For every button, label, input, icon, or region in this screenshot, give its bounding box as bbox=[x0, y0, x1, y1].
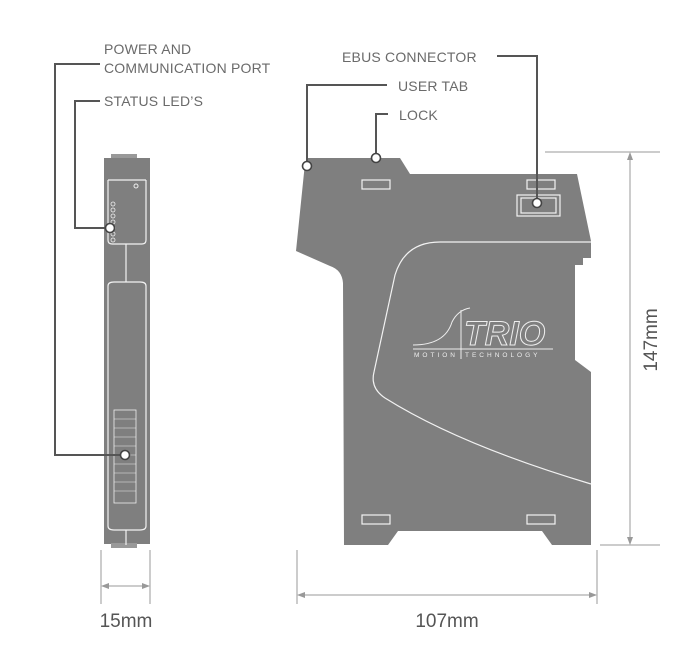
dimension-label-15mm: 15mm bbox=[100, 611, 153, 632]
label-user-tab: USER TAB bbox=[398, 78, 468, 94]
bottom-tab-left bbox=[361, 514, 391, 525]
bottom-tab-right bbox=[526, 514, 556, 525]
callout-status-leds: STATUS LED’S bbox=[74, 93, 203, 234]
logo-sub-right: TECHNOLOGY bbox=[465, 352, 541, 359]
label-ebus-connector: EBUS CONNECTOR bbox=[342, 49, 477, 65]
label-power-port-line1: POWER AND bbox=[104, 41, 191, 57]
dimension-label-107mm: 107mm bbox=[415, 611, 478, 632]
front-view-module: TRIO MOTION TECHNOLOGY bbox=[296, 158, 592, 545]
top-tab-right bbox=[526, 179, 556, 190]
dimension-label-147mm: 147mm bbox=[641, 308, 662, 371]
callout-lock: LOCK bbox=[370, 107, 438, 164]
dimension-side-width: 15mm bbox=[100, 550, 153, 632]
dimension-height: 147mm bbox=[545, 151, 662, 546]
callout-power-port: POWER AND COMMUNICATION PORT bbox=[54, 41, 271, 461]
label-status-leds: STATUS LED’S bbox=[104, 93, 203, 109]
logo-sub-left: MOTION bbox=[414, 352, 458, 359]
side-view-module bbox=[104, 154, 150, 548]
trio-logo: TRIO MOTION TECHNOLOGY bbox=[412, 307, 553, 359]
label-power-port-line2: COMMUNICATION PORT bbox=[104, 60, 271, 76]
callout-user-tab: USER TAB bbox=[301, 78, 468, 172]
callout-ebus-connector: EBUS CONNECTOR bbox=[342, 49, 543, 209]
label-lock: LOCK bbox=[399, 107, 438, 123]
top-tab-left bbox=[361, 179, 391, 190]
ebus-connector-port bbox=[516, 194, 561, 217]
dimension-front-width: 107mm bbox=[296, 550, 598, 632]
logo-brand: TRIO bbox=[464, 315, 545, 353]
